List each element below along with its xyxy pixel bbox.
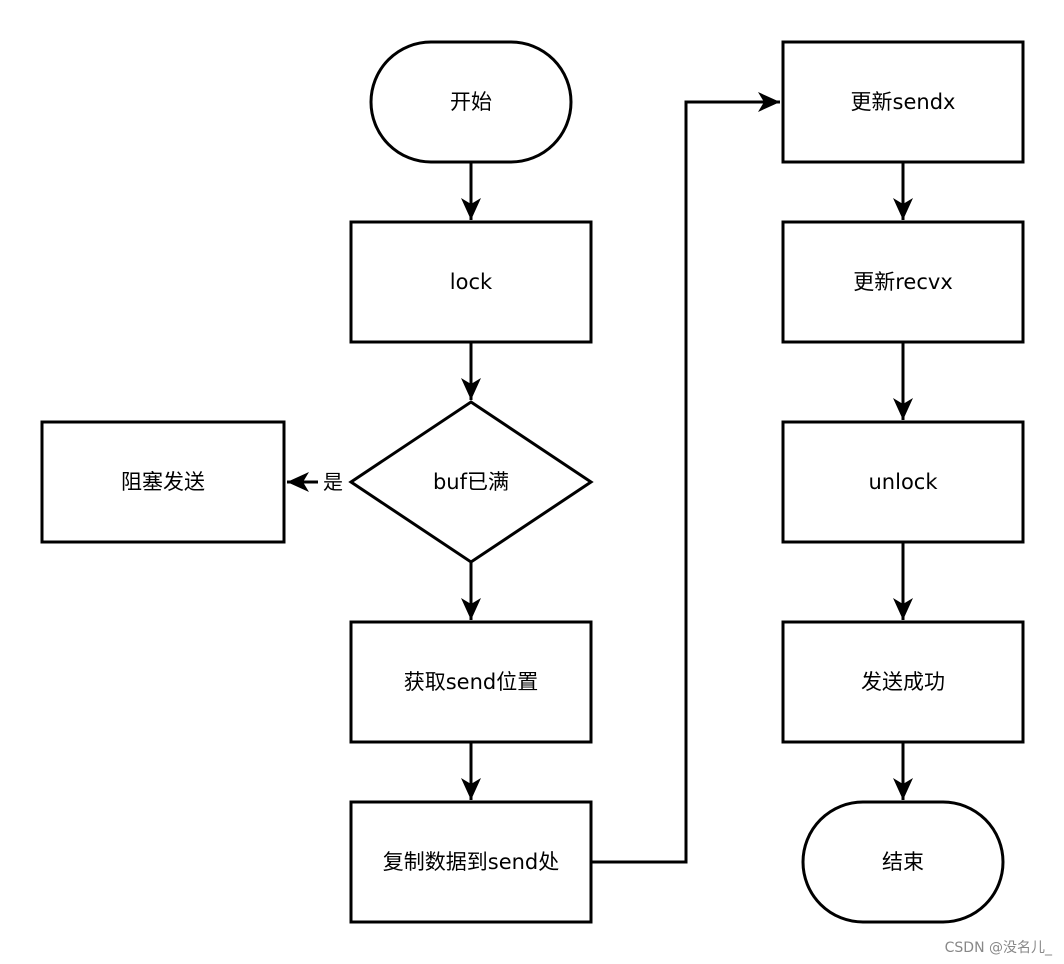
node-update-sendx: 更新sendx bbox=[781, 40, 1025, 164]
copy-data-label: 复制数据到send处 bbox=[383, 850, 560, 874]
node-unlock: unlock bbox=[781, 420, 1025, 544]
node-update-recvx: 更新recvx bbox=[781, 220, 1025, 344]
node-end: 结束 bbox=[801, 800, 1005, 924]
node-send-success: 发送成功 bbox=[781, 620, 1025, 744]
block-send-process-box bbox=[40, 420, 286, 544]
node-block-send: 阻塞发送 bbox=[40, 420, 286, 544]
node-copy-data: 复制数据到send处 bbox=[349, 800, 593, 924]
get-send-pos-label: 获取send位置 bbox=[404, 670, 539, 694]
start-label: 开始 bbox=[450, 90, 492, 114]
send-success-process-box bbox=[781, 620, 1025, 744]
send-success-label: 发送成功 bbox=[861, 670, 945, 694]
unlock-label: unlock bbox=[868, 470, 938, 494]
node-start: 开始 bbox=[369, 40, 573, 164]
update-recvx-process-box bbox=[781, 220, 1025, 344]
unlock-process-box bbox=[781, 420, 1025, 544]
node-get-send-pos: 获取send位置 bbox=[349, 620, 593, 744]
edge-copy-to-sendx bbox=[591, 92, 780, 864]
end-label: 结束 bbox=[882, 850, 924, 874]
node-lock: lock bbox=[349, 220, 593, 344]
watermark: CSDN @没名儿_ bbox=[945, 940, 1053, 956]
update-sendx-process-box bbox=[781, 40, 1025, 164]
node-buf-full-decision: buf已满 bbox=[348, 400, 594, 564]
buf-full-label: buf已满 bbox=[433, 470, 509, 494]
yes-label: 是 bbox=[323, 470, 343, 494]
get-send-pos-process-box bbox=[349, 620, 593, 744]
copy-data-process-box bbox=[349, 800, 593, 924]
yes-label-background bbox=[318, 468, 348, 496]
end-terminal-shape bbox=[801, 800, 1005, 924]
start-terminal-shape bbox=[369, 40, 573, 164]
update-sendx-label: 更新sendx bbox=[851, 90, 956, 114]
update-recvx-label: 更新recvx bbox=[853, 270, 953, 294]
block-send-label: 阻塞发送 bbox=[121, 470, 205, 494]
lock-label: lock bbox=[450, 270, 493, 294]
lock-process-box bbox=[349, 220, 593, 344]
buf-full-decision-diamond bbox=[348, 400, 594, 564]
